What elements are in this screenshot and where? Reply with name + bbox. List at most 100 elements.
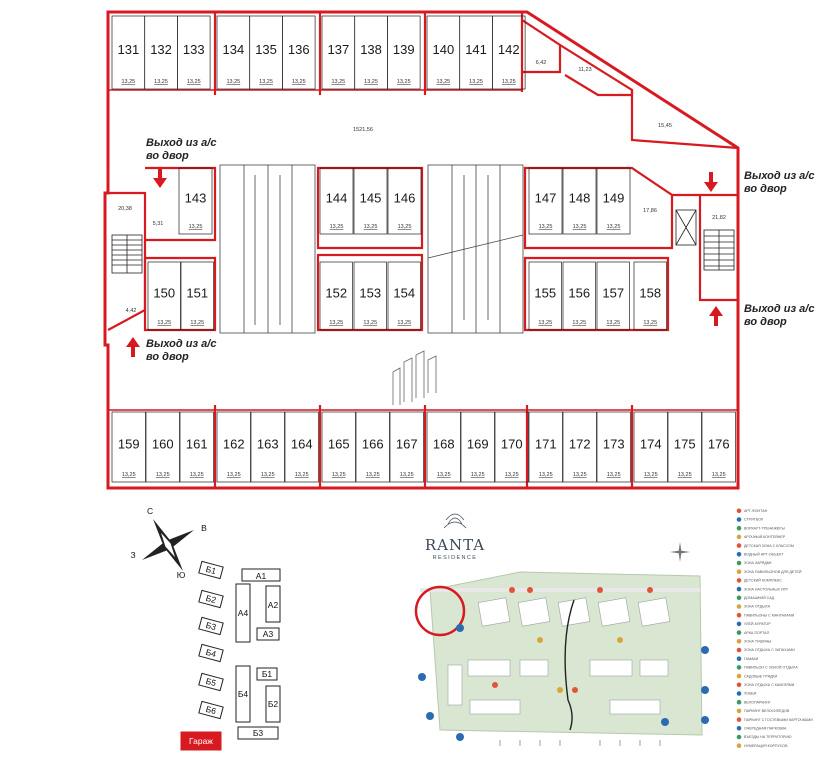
- unit-area: 13,25: [437, 472, 451, 478]
- legend-item: ПАРКИНГ С ГОСТЕВЫМИ КАРТОЧКАМИ: [744, 718, 813, 722]
- room-area: 21,82: [712, 215, 726, 221]
- unit-number: 140: [432, 42, 454, 57]
- storage-unit[interactable]: 163 13,25: [250, 411, 285, 483]
- unit-box: [596, 261, 630, 331]
- unit-number: 137: [327, 42, 349, 57]
- legend-item: ВЕЛОПАРКИНГ: [744, 700, 771, 704]
- unit-box: [528, 411, 563, 483]
- legend-icon: [736, 665, 742, 670]
- unit-number: 172: [569, 436, 591, 451]
- legend-item: САДОВЫЕ ГРЯДКИ: [744, 674, 778, 678]
- building-outline: [103, 10, 740, 490]
- unit-area: 13,25: [364, 79, 378, 85]
- unit-area: 13,25: [678, 472, 692, 478]
- storage-unit[interactable]: 137 13,25: [321, 15, 356, 90]
- compass-west: З: [130, 550, 135, 560]
- unit-number: 168: [433, 436, 455, 451]
- unit-box: [562, 411, 597, 483]
- unit-number: 135: [255, 42, 277, 57]
- unit-area: 13,25: [607, 472, 621, 478]
- unit-number: 131: [117, 42, 139, 57]
- unit-number: 163: [257, 436, 279, 451]
- unit-box: [145, 411, 180, 483]
- storage-unit[interactable]: 176 13,25: [701, 411, 736, 483]
- unit-area: 13,25: [261, 472, 275, 478]
- exit-label: Выход из а/с: [146, 137, 216, 149]
- unit-area: 13,25: [644, 472, 658, 478]
- unit-number: 134: [222, 42, 244, 57]
- unit-area: 13,25: [295, 472, 309, 478]
- storage-unit[interactable]: 168 13,25: [426, 411, 461, 483]
- storage-units: 13113,2513213,2513313,2513413,2513513,25…: [111, 15, 736, 483]
- unit-box: [321, 411, 356, 483]
- unit-number: 162: [223, 436, 245, 451]
- compass-small-icon: [670, 542, 690, 562]
- storage-unit[interactable]: 135 13,25: [249, 15, 283, 90]
- room-area: 5,31: [153, 221, 164, 227]
- unit-area: 13,25: [573, 224, 587, 230]
- unit-box: [426, 411, 461, 483]
- unit-box: [528, 167, 563, 235]
- legend-item: ОЧЕРЕДНАЯ ПАРКОВКА: [744, 727, 787, 731]
- unit-box: [355, 411, 390, 483]
- unit-number: 133: [183, 42, 205, 57]
- unit-area: 13,25: [259, 79, 273, 85]
- compass-north: С: [147, 506, 153, 516]
- exit-label: Выход из а/с: [744, 303, 814, 315]
- unit-area: 13,25: [330, 224, 344, 230]
- unit-number: 157: [602, 285, 624, 300]
- exit-bottom-left: Выход из а/с во двор: [126, 337, 216, 363]
- legend-icon: [736, 543, 742, 548]
- ranta-logo: RANTA RESIDENCE: [425, 513, 484, 561]
- building-label: Б6: [205, 704, 218, 716]
- unit-area: 13,25: [712, 472, 726, 478]
- unit-number: 176: [708, 436, 730, 451]
- unit-number: 132: [150, 42, 172, 57]
- legend-icon: [736, 699, 742, 705]
- unit-number: 156: [568, 285, 590, 300]
- unit-area: 13,25: [331, 79, 345, 85]
- legend-icon: [736, 708, 742, 714]
